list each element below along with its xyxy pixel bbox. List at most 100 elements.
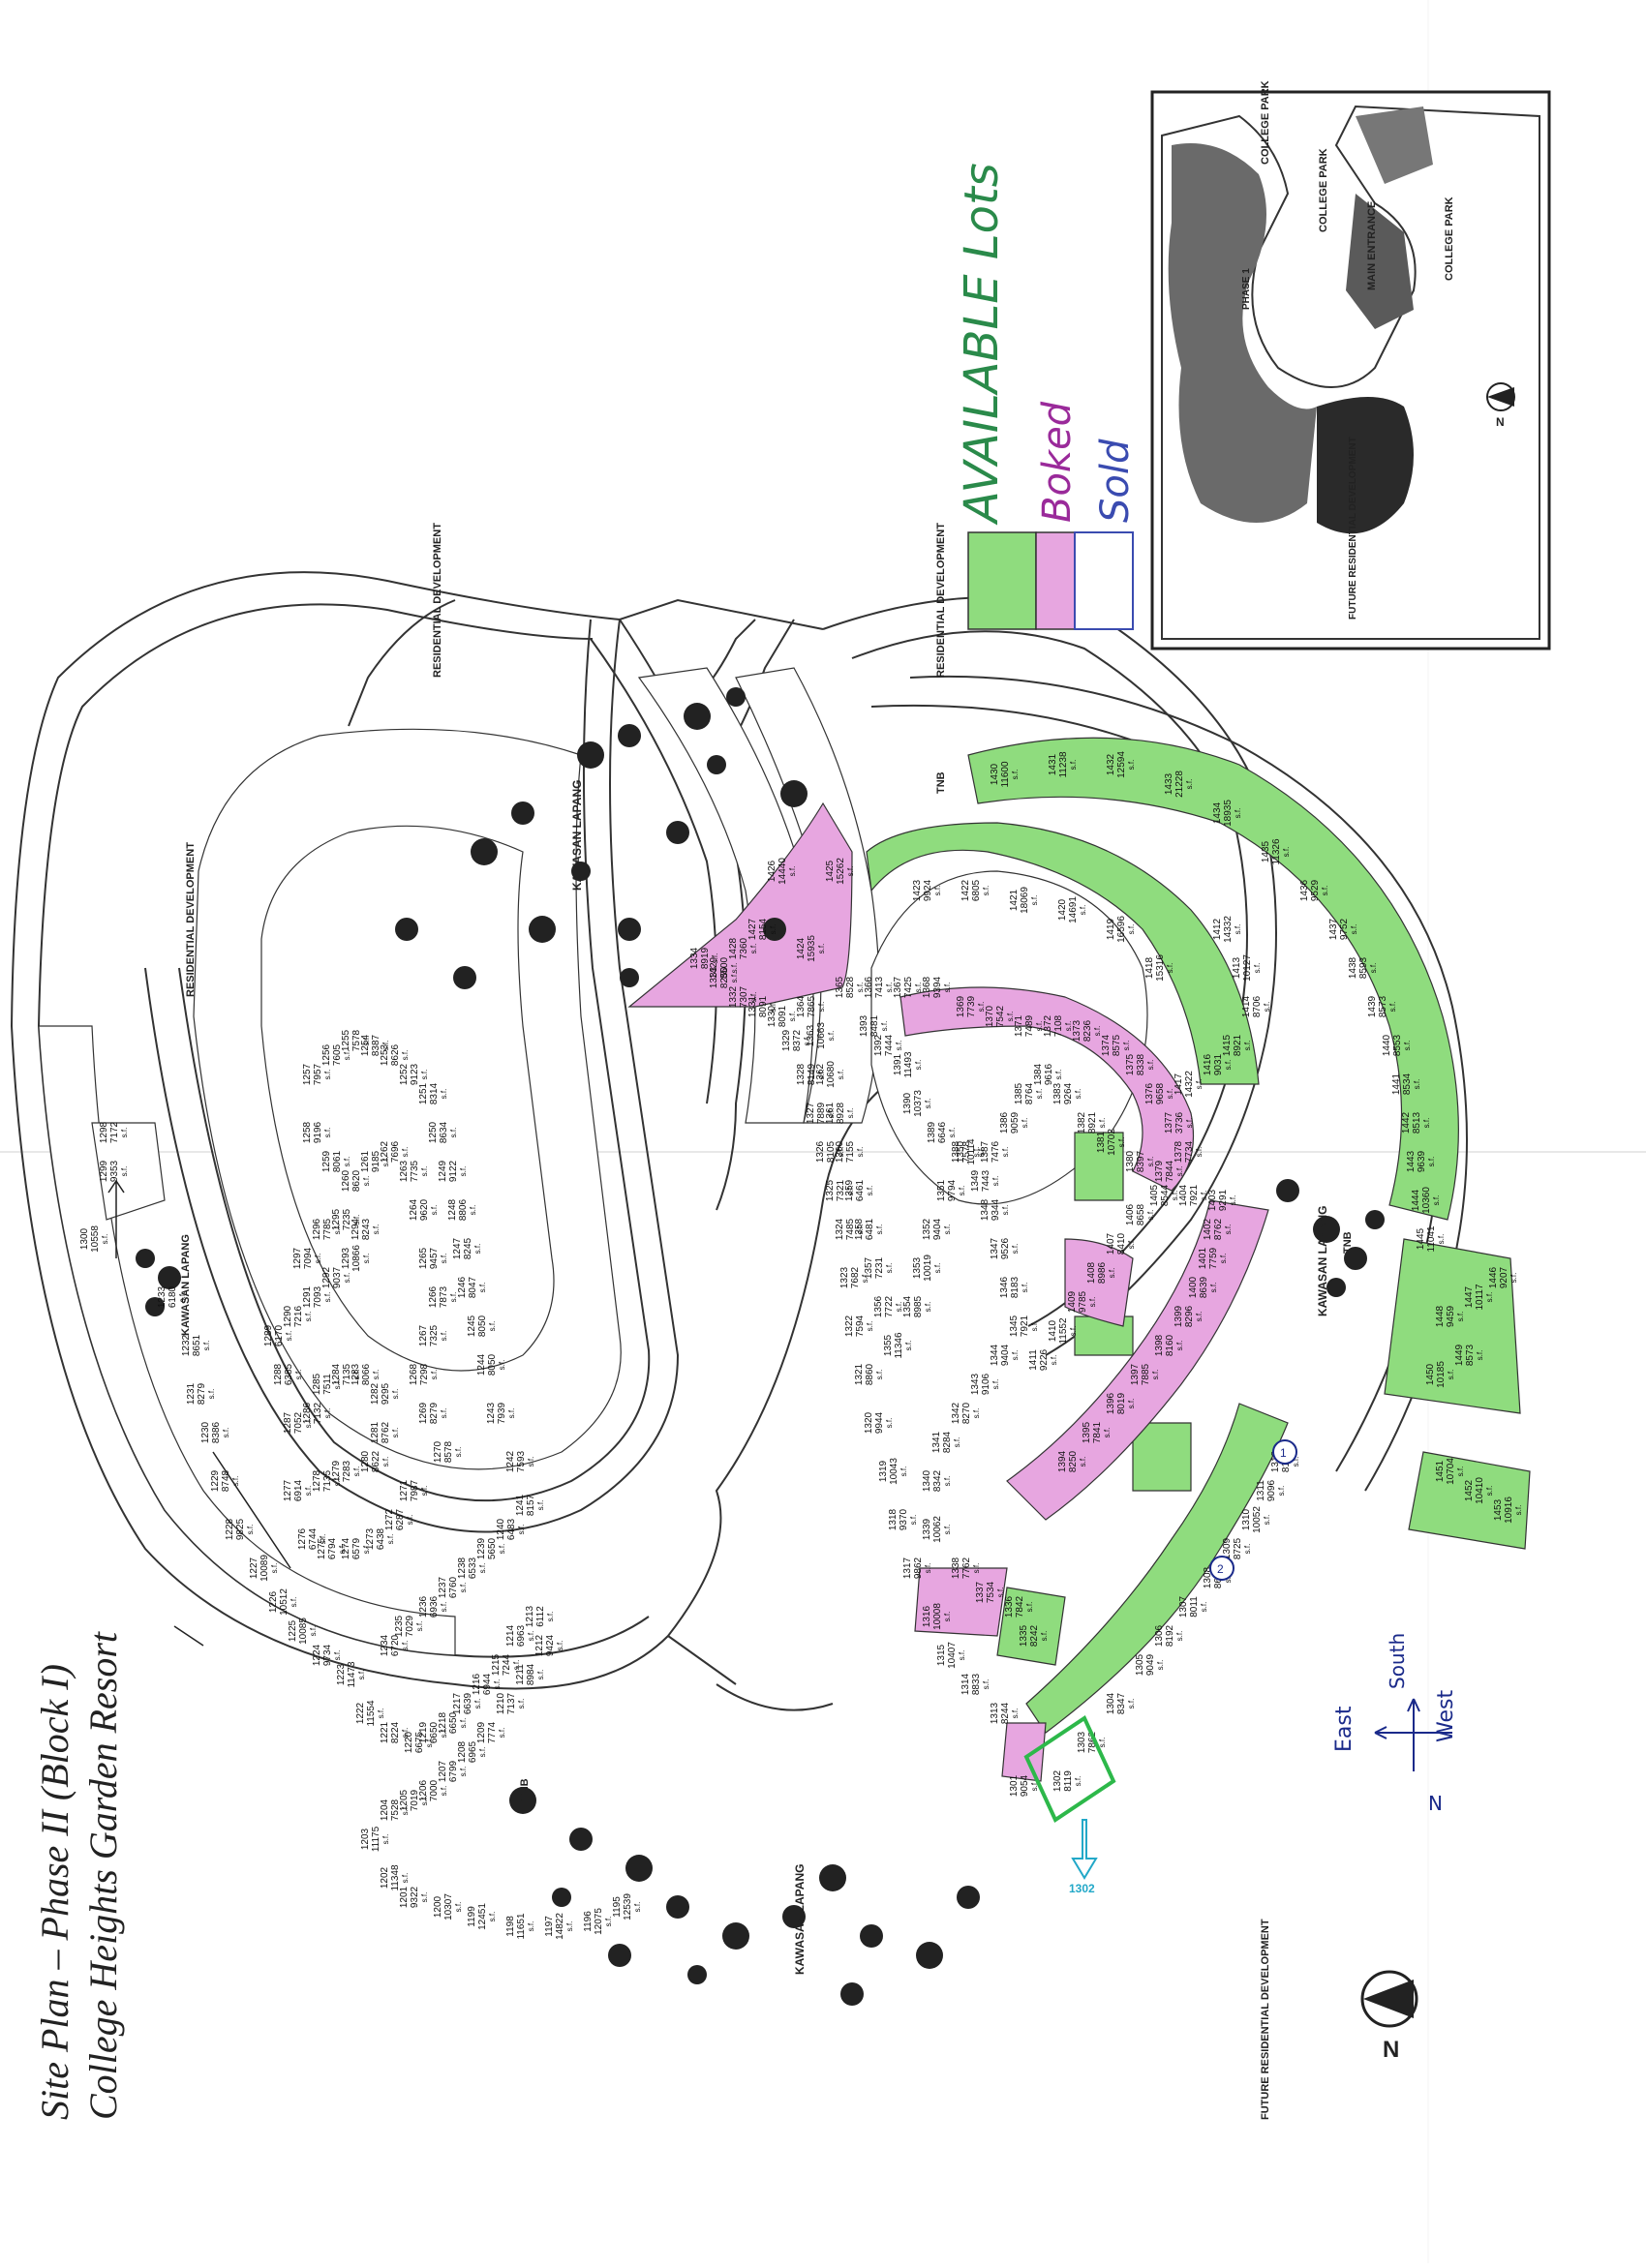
legend-swatch-booked: [1035, 531, 1076, 630]
lot-1386-label: 13869059s.f.: [999, 1111, 1029, 1134]
lot-1221-label: 12218224s.f.: [380, 1721, 410, 1743]
lot-1268-label: 12687298s.f.: [409, 1363, 439, 1385]
lot-1452-label: 145210410s.f.: [1464, 1477, 1494, 1504]
lot-1204-label: 12047528s.f.: [380, 1799, 410, 1821]
lot-1439-label: 14398573s.f.: [1367, 995, 1397, 1017]
inset-label-college-park-1: COLLEGE PARK: [1260, 80, 1271, 165]
lot-1325-label: 13257321s.f.: [825, 1179, 855, 1201]
lot-1355-label: 135511346s.f.: [883, 1332, 913, 1359]
circle-marker-1: 1: [1280, 1446, 1287, 1460]
lot-1370-label: 13707542s.f.: [985, 1005, 1015, 1027]
lot-1230-label: 12308386s.f.: [200, 1421, 230, 1443]
lot-1427-label: 14278154s.f.: [747, 918, 777, 940]
lot-1310-label: 131010052s.f.: [1241, 1506, 1271, 1533]
lot-1421-label: 142118069s.f.: [1009, 887, 1039, 914]
lot-1284-label: 12847135s.f.: [331, 1363, 361, 1385]
lot-1397-label: 13977885s.f.: [1130, 1363, 1160, 1385]
lot-1302-highlight: 1302: [1023, 1715, 1116, 1895]
lot-1292-label: 12929037s.f.: [321, 1266, 351, 1288]
lot-1357-label: 13577231s.f.: [864, 1256, 894, 1279]
compass-south: South: [1386, 1633, 1409, 1689]
lot-1283-label: 12838066s.f.: [351, 1363, 381, 1385]
lot-1377-label: 13773736s.f.: [1164, 1111, 1194, 1134]
lot-1435-label: 143511326s.f.: [1261, 838, 1291, 865]
lot-1322-label: 13227594s.f.: [844, 1315, 874, 1337]
lot-1453-label: 145310916s.f.: [1493, 1497, 1523, 1524]
lot-1418-label: 141815316s.f.: [1144, 954, 1174, 982]
lot-1262-label: 12627696s.f.: [380, 1140, 410, 1163]
lot-1272-label: 12726287s.f.: [384, 1508, 414, 1530]
lot-1365-label: 13658528s.f.: [835, 976, 865, 998]
lot-1222-label: 122211554s.f.: [355, 1700, 385, 1727]
lot-1384-label: 13849616s.f.: [1033, 1063, 1063, 1085]
label-kawasan-lapang-west: KAWASAN LAPANG: [180, 1234, 192, 1336]
lot-1202-label: 120211348s.f.: [380, 1864, 410, 1891]
lot-1362-label: 136210680s.f.: [815, 1061, 845, 1088]
lot-1423-label: 14239924s.f.: [912, 879, 942, 901]
trees: [136, 687, 1385, 2006]
lot-1398-label: 13988160s.f.: [1154, 1334, 1184, 1356]
lot-1271-label: 12717987s.f.: [399, 1479, 429, 1501]
lot-1311-label: 13119096s.f.: [1256, 1479, 1286, 1501]
lot-1246-label: 12468047s.f.: [457, 1276, 487, 1298]
lot-1296-label: 12967785s.f.: [312, 1218, 342, 1240]
circle-marker-2: 2: [1217, 1562, 1224, 1576]
lot-1339-label: 133910062s.f.: [922, 1516, 952, 1543]
lot-1399-label: 13998296s.f.: [1174, 1305, 1204, 1327]
legend-label-available: AVAILABLE Lots: [955, 163, 1009, 526]
label-kawasan-lapang-south: KAWASAN LAPANG: [793, 1864, 807, 1975]
lot-1212-label: 12129424s.f.: [534, 1634, 564, 1656]
lot-1206-label: 12067000s.f.: [418, 1779, 448, 1801]
lot-1209-label: 12097774s.f.: [476, 1721, 506, 1743]
lot-1367-label: 13677425s.f.: [893, 976, 923, 998]
lot-1232-label: 12328651s.f.: [181, 1334, 211, 1356]
lot-1299-label: 12999353s.f.: [99, 1160, 129, 1182]
lot-1269-label: 12698279s.f.: [418, 1402, 448, 1424]
lot-1243-label: 12437939s.f.: [486, 1402, 516, 1424]
lot-1406-label: 14068658s.f.: [1125, 1203, 1155, 1225]
lot-1420-label: 142014691s.f.: [1057, 896, 1087, 923]
north-arrow-icon: N: [1360, 1970, 1418, 2063]
lot-1302-arrow-label: 1302: [1069, 1882, 1095, 1895]
lot-1217-label: 12176639s.f.: [452, 1692, 482, 1714]
road-arrows: [107, 1179, 291, 1647]
lot-1389-label: 13896646s.f.: [927, 1121, 957, 1143]
label-residential-dev-1: RESIDENTIAL DEVELOPMENT: [185, 842, 197, 997]
lot-1385-label: 13858764s.f.: [1014, 1082, 1044, 1104]
lot-1306-label: 13068192s.f.: [1154, 1624, 1184, 1647]
lot-1358-label: 13586481s.f.: [854, 1218, 884, 1240]
lot-1378-label: 13787734s.f.: [1174, 1140, 1204, 1163]
lot-1383-label: 13839264s.f.: [1052, 1082, 1082, 1104]
lot-1289-label: 12896170s.f.: [263, 1324, 293, 1346]
lot-1238-label: 12386533s.f.: [457, 1557, 487, 1579]
lot-1364-label: 13647865s.f.: [796, 995, 826, 1017]
lot-1445-label: 144511041s.f.: [1416, 1225, 1446, 1253]
lot-1235-label: 12357029s.f.: [394, 1615, 424, 1637]
lot-1422-label: 14226805s.f.: [960, 879, 991, 901]
lot-1442-label: 14428513s.f.: [1401, 1111, 1431, 1134]
lot-1282-label: 12829295s.f.: [370, 1382, 400, 1405]
lot-1438-label: 14388593s.f.: [1348, 956, 1378, 979]
lot-1224-label: 12249734s.f.: [312, 1644, 342, 1666]
lot-1278-label: 12787135s.f.: [312, 1469, 342, 1492]
lot-1374-label: 13748575s.f.: [1101, 1034, 1131, 1056]
lot-1313-label: 13138244s.f.: [990, 1702, 1020, 1724]
lot-1401-label: 14017759s.f.: [1198, 1247, 1228, 1269]
lot-1411-label: 14119226s.f.: [1028, 1348, 1058, 1371]
legend-label-sold: Sold: [1093, 438, 1138, 523]
plan-title-line1: Site Plan – Phase II (Block I): [33, 1664, 76, 2120]
lot-1447-label: 144710117s.f.: [1464, 1284, 1494, 1311]
plan-title-line2: College Heights Garden Resort: [81, 1631, 125, 2120]
lot-1223-label: 122311473s.f.: [336, 1661, 366, 1688]
lot-1414-label: 14148706s.f.: [1241, 995, 1271, 1017]
lot-1416-label: 14169031s.f.: [1203, 1053, 1233, 1075]
lot-1346-label: 13468183s.f.: [999, 1276, 1029, 1298]
lot-1226-label: 122610512s.f.: [268, 1588, 298, 1616]
available-lots-south-band: [1025, 1403, 1289, 1734]
lot-1425-label: 142515262s.f.: [825, 858, 855, 885]
lot-1326-label: 13268105s.f.: [815, 1140, 845, 1163]
lot-1219-label: 12196650s.f.: [418, 1721, 448, 1743]
lot-1345-label: 13457921s.f.: [1009, 1315, 1039, 1337]
lot-1323-label: 13237682s.f.: [839, 1266, 869, 1288]
lot-1451-label: 145110704s.f.: [1435, 1458, 1465, 1485]
